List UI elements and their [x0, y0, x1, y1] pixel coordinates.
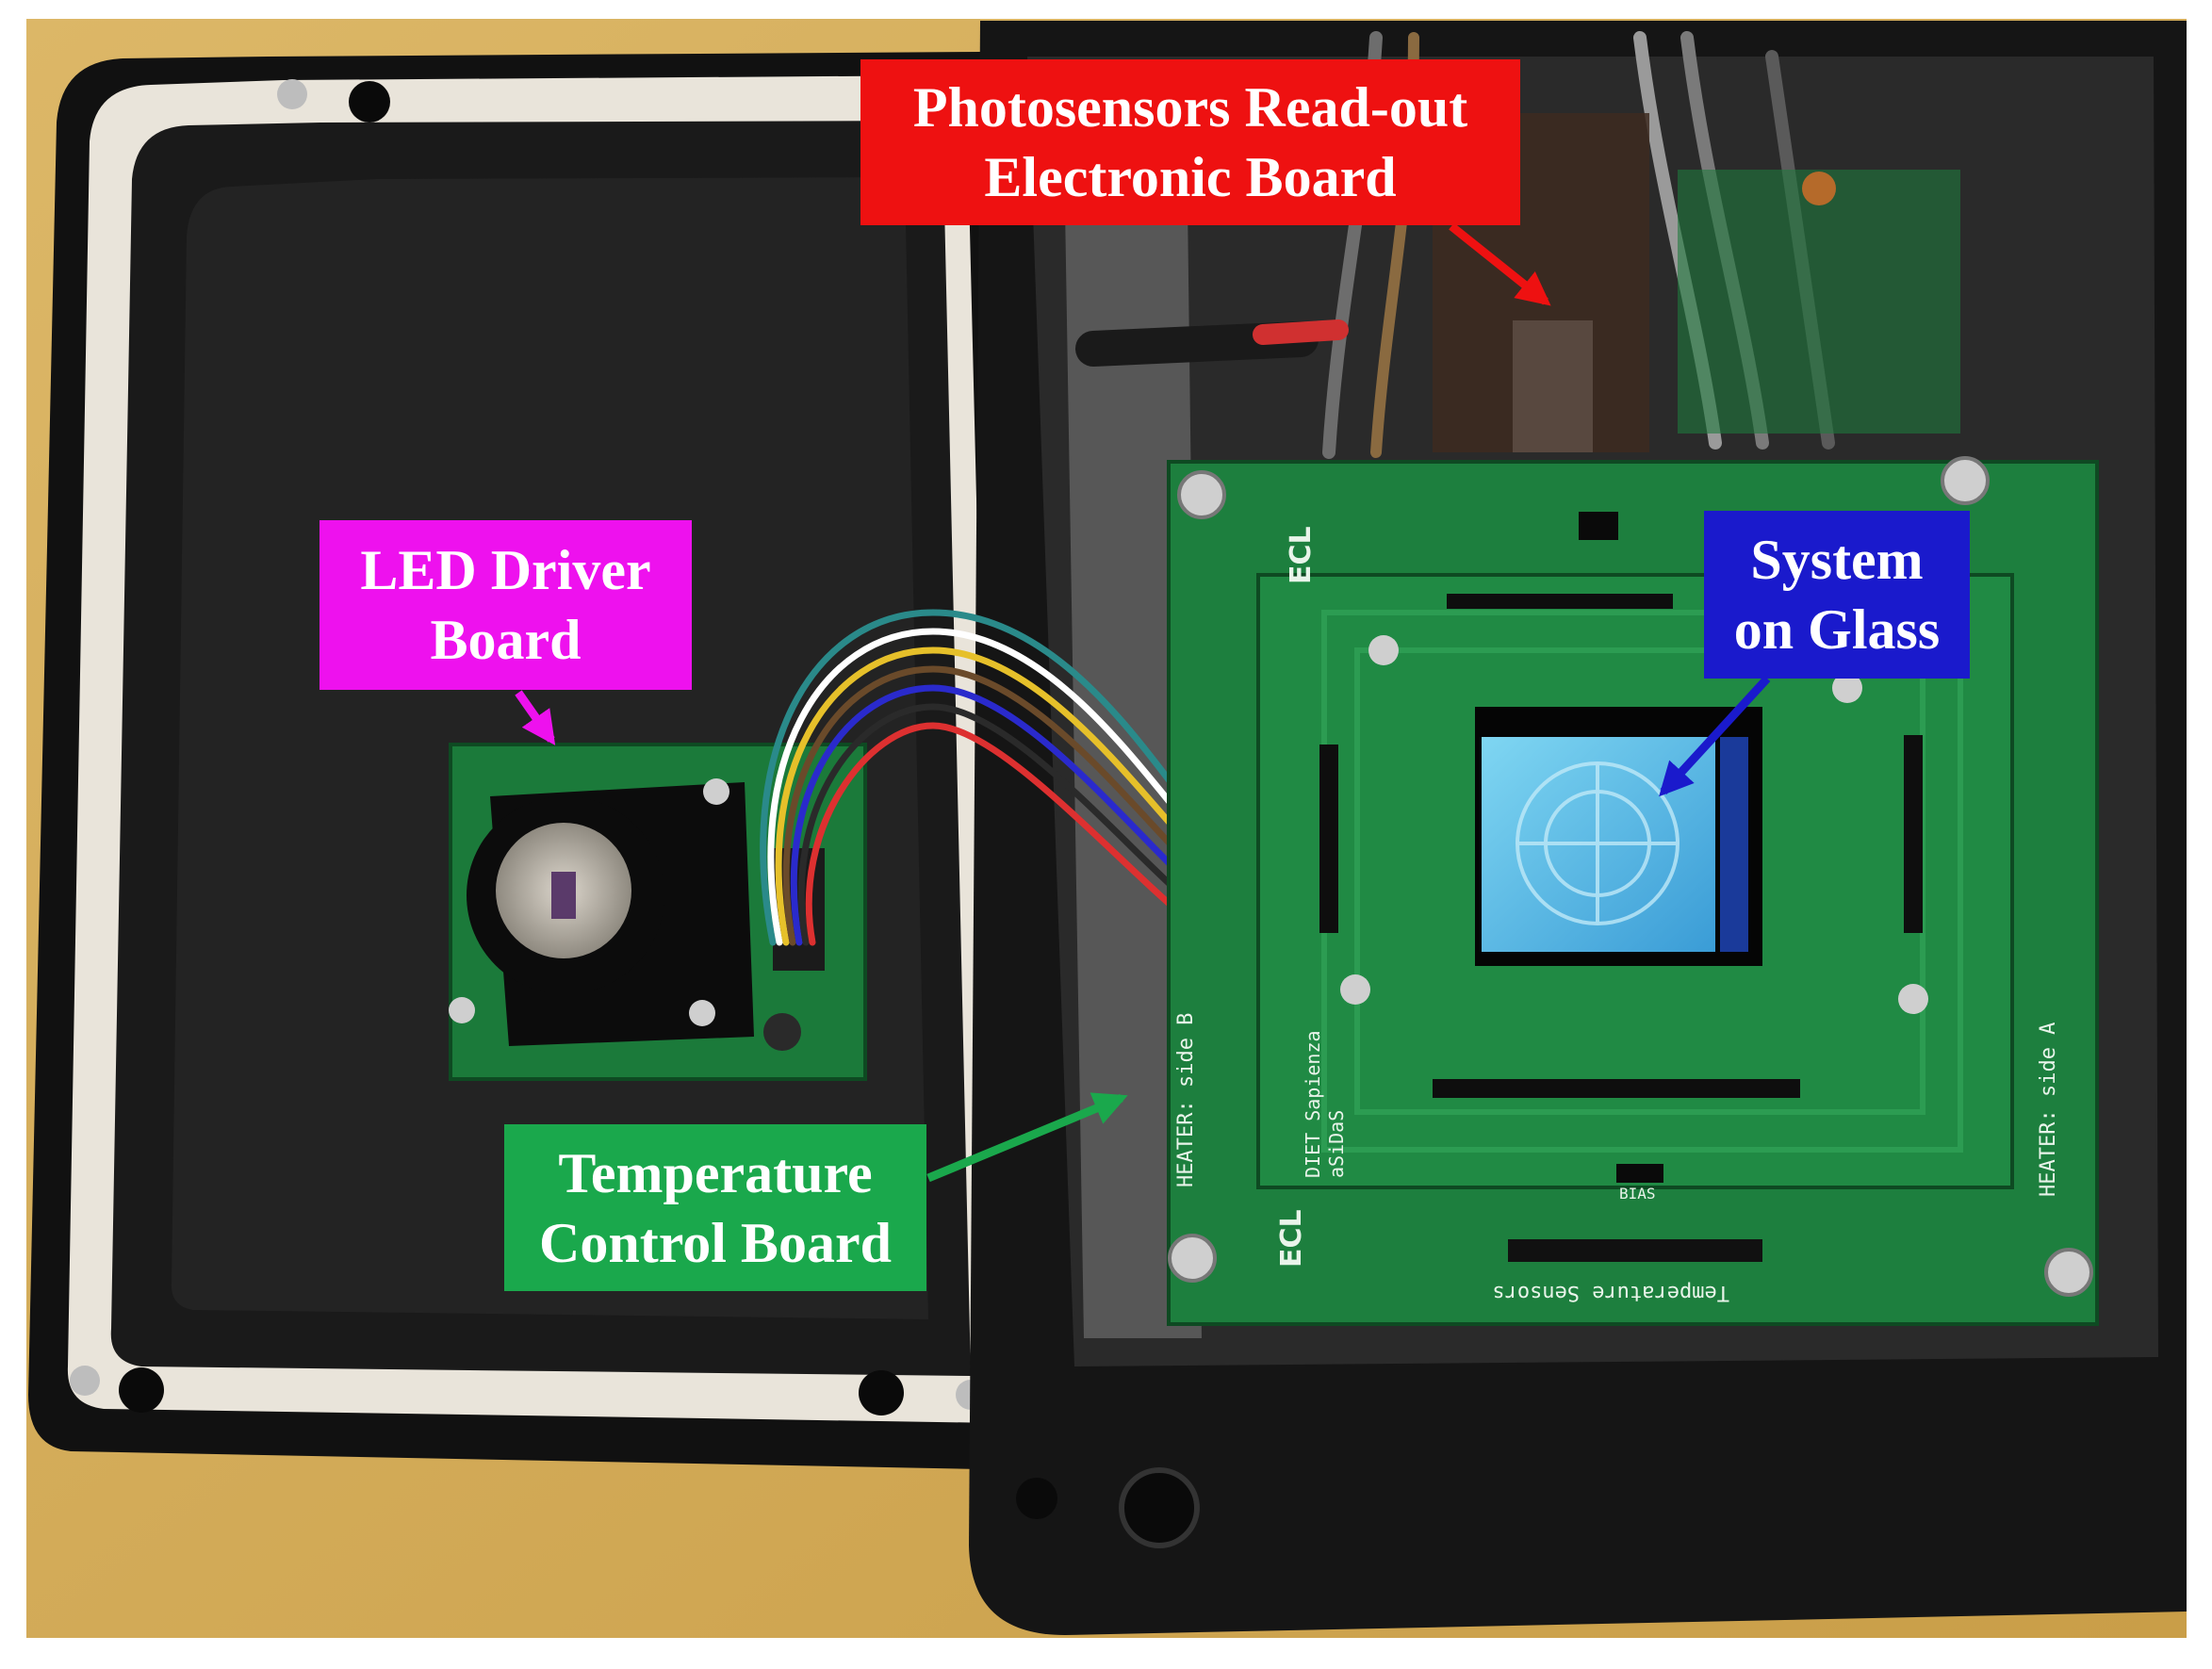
board-marking-ecl-top: ECL — [1285, 526, 1318, 584]
temperature-label-line1: Temperature — [558, 1141, 873, 1204]
board-marking-temp-sensors: Temperature Sensors — [1492, 1281, 1729, 1304]
system-on-glass-label-line1: System — [1750, 529, 1924, 591]
lid-screw-top-left — [277, 79, 307, 109]
system-on-glass-arrow — [1659, 675, 1771, 797]
jumper-wires — [760, 609, 1196, 946]
photosensors-label-line1: Photosensors Read-out — [912, 76, 1468, 139]
system-on-glass-label-line2: on Glass — [1733, 598, 1941, 661]
board-marking-asidas: aSiDaS — [1325, 1110, 1348, 1178]
system-on-glass-label: System on Glass — [1704, 511, 1970, 679]
temperature-label-line2: Control Board — [539, 1211, 892, 1274]
led-driver-label-line2: Board — [430, 609, 582, 671]
callout-arrows — [515, 222, 1771, 1183]
lid-screw-bottom-left — [70, 1366, 100, 1396]
board-marking-heater-b: HEATER: side B — [1174, 1013, 1198, 1187]
photosensors-readout-label: Photosensors Read-out Electronic Board — [860, 59, 1520, 225]
temperature-arrow — [926, 1092, 1128, 1183]
photosensors-label-line2: Electronic Board — [984, 146, 1397, 208]
led-driver-label: LED Driver Board — [320, 520, 692, 690]
board-marking-bias: BIAS — [1619, 1185, 1656, 1203]
board-marking-ecl-bottom: ECL — [1275, 1209, 1308, 1268]
photosensors-arrow — [1449, 222, 1551, 306]
temperature-control-label: Temperature Control Board — [504, 1124, 926, 1291]
board-marking-diet: DIET Sapienza — [1302, 1030, 1324, 1178]
led-driver-label-line1: LED Driver — [360, 539, 651, 601]
board-marking-heater-a: HEATER: side A — [2037, 1023, 2060, 1197]
system-on-glass — [1475, 707, 1762, 966]
led-driver-arrow — [515, 690, 556, 745]
